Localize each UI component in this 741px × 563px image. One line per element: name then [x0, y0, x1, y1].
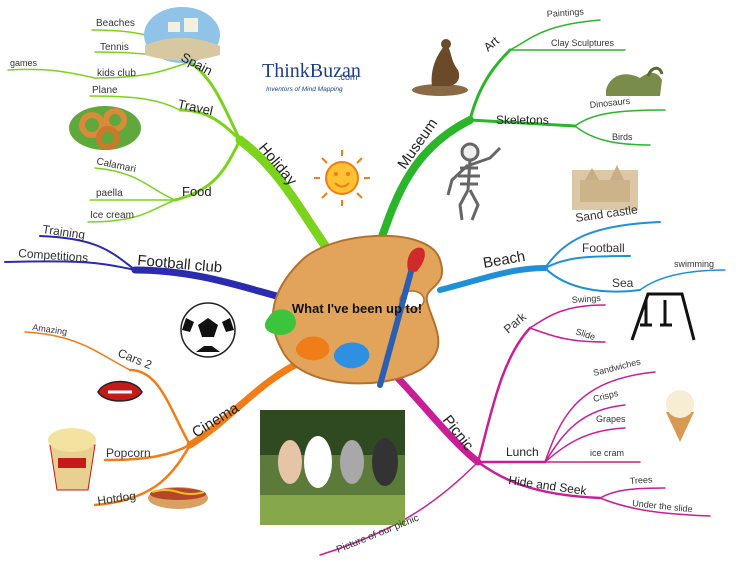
competitions-label: Competitions	[18, 246, 89, 265]
hide-and-seek-label: Hide and Seek	[508, 473, 589, 498]
beaches-label: Beaches	[96, 18, 135, 29]
beach-branch	[437, 221, 726, 293]
training-label: Training	[42, 222, 86, 242]
logo-name: ThinkBuzan	[262, 60, 361, 82]
cars-logo-picture	[97, 380, 143, 402]
under-the-slide-label: Under the slide	[632, 498, 693, 514]
thinkbuzan-logo: ThinkBuzan .com Inventors of Mind Mappin…	[262, 60, 361, 93]
cinema-label: Cinema	[189, 399, 242, 441]
popcorn-label: Popcorn	[106, 446, 151, 460]
popcorn-picture	[48, 428, 96, 491]
cars2-label: Cars 2	[116, 346, 154, 372]
ice-cram-label: ice cram	[590, 448, 624, 458]
skeletons-label: Skeletons	[496, 113, 549, 127]
dinosaurs-label: Dinosaurs	[589, 96, 631, 110]
grapes-label: Grapes	[596, 414, 626, 424]
central-palette	[264, 234, 443, 388]
central-title: What I've been up to!	[292, 301, 422, 316]
picnic-photo	[260, 410, 405, 525]
slide-label: Slide	[574, 326, 596, 342]
picnic-branch	[319, 304, 711, 556]
ice-cream-picture	[666, 390, 694, 442]
birds-label: Birds	[612, 132, 633, 142]
hotdog-label: Hotdog	[96, 489, 136, 508]
sun-icon	[314, 150, 370, 206]
art-label: Art	[481, 33, 502, 54]
crisps-label: Crisps	[592, 388, 620, 404]
calamari-label: Calamari	[95, 156, 136, 175]
statue-picture	[412, 39, 468, 96]
clay-sculptures-label: Clay Sculptures	[551, 38, 615, 48]
ice-cream-label: Ice cream	[90, 210, 134, 221]
swings-picture	[630, 292, 696, 341]
swimming-label: swimming	[674, 259, 714, 269]
beach-resort-picture	[144, 7, 220, 63]
amazing-label: Amazing	[32, 322, 68, 337]
lunch-label: Lunch	[506, 445, 539, 459]
trees-label: Trees	[629, 474, 653, 486]
logo-suffix: .com	[338, 72, 358, 82]
paintings-label: Paintings	[546, 6, 584, 19]
food-label: Food	[182, 184, 212, 199]
kids-club-label: kids club	[97, 68, 136, 79]
skeleton-picture	[446, 142, 502, 221]
games-label: games	[10, 58, 38, 68]
hotdog-picture	[148, 487, 208, 509]
holiday-branch	[7, 29, 333, 255]
football-picture	[180, 302, 236, 358]
cinema-branch	[24, 331, 309, 507]
plane-label: Plane	[92, 85, 118, 96]
paella-label: paella	[96, 188, 123, 199]
travel-label: Travel	[176, 96, 214, 118]
calamari-picture	[69, 106, 141, 150]
museum-branch	[374, 19, 666, 252]
sand-castle-picture	[572, 165, 638, 210]
beach-football-label: Football	[582, 241, 625, 255]
sea-label: Sea	[612, 276, 634, 290]
dinosaurs-picture	[606, 66, 664, 96]
tennis-label: Tennis	[100, 42, 129, 53]
swings-label: Swings	[571, 293, 601, 305]
logo-tagline: Inventors of Mind Mapping	[266, 86, 343, 93]
